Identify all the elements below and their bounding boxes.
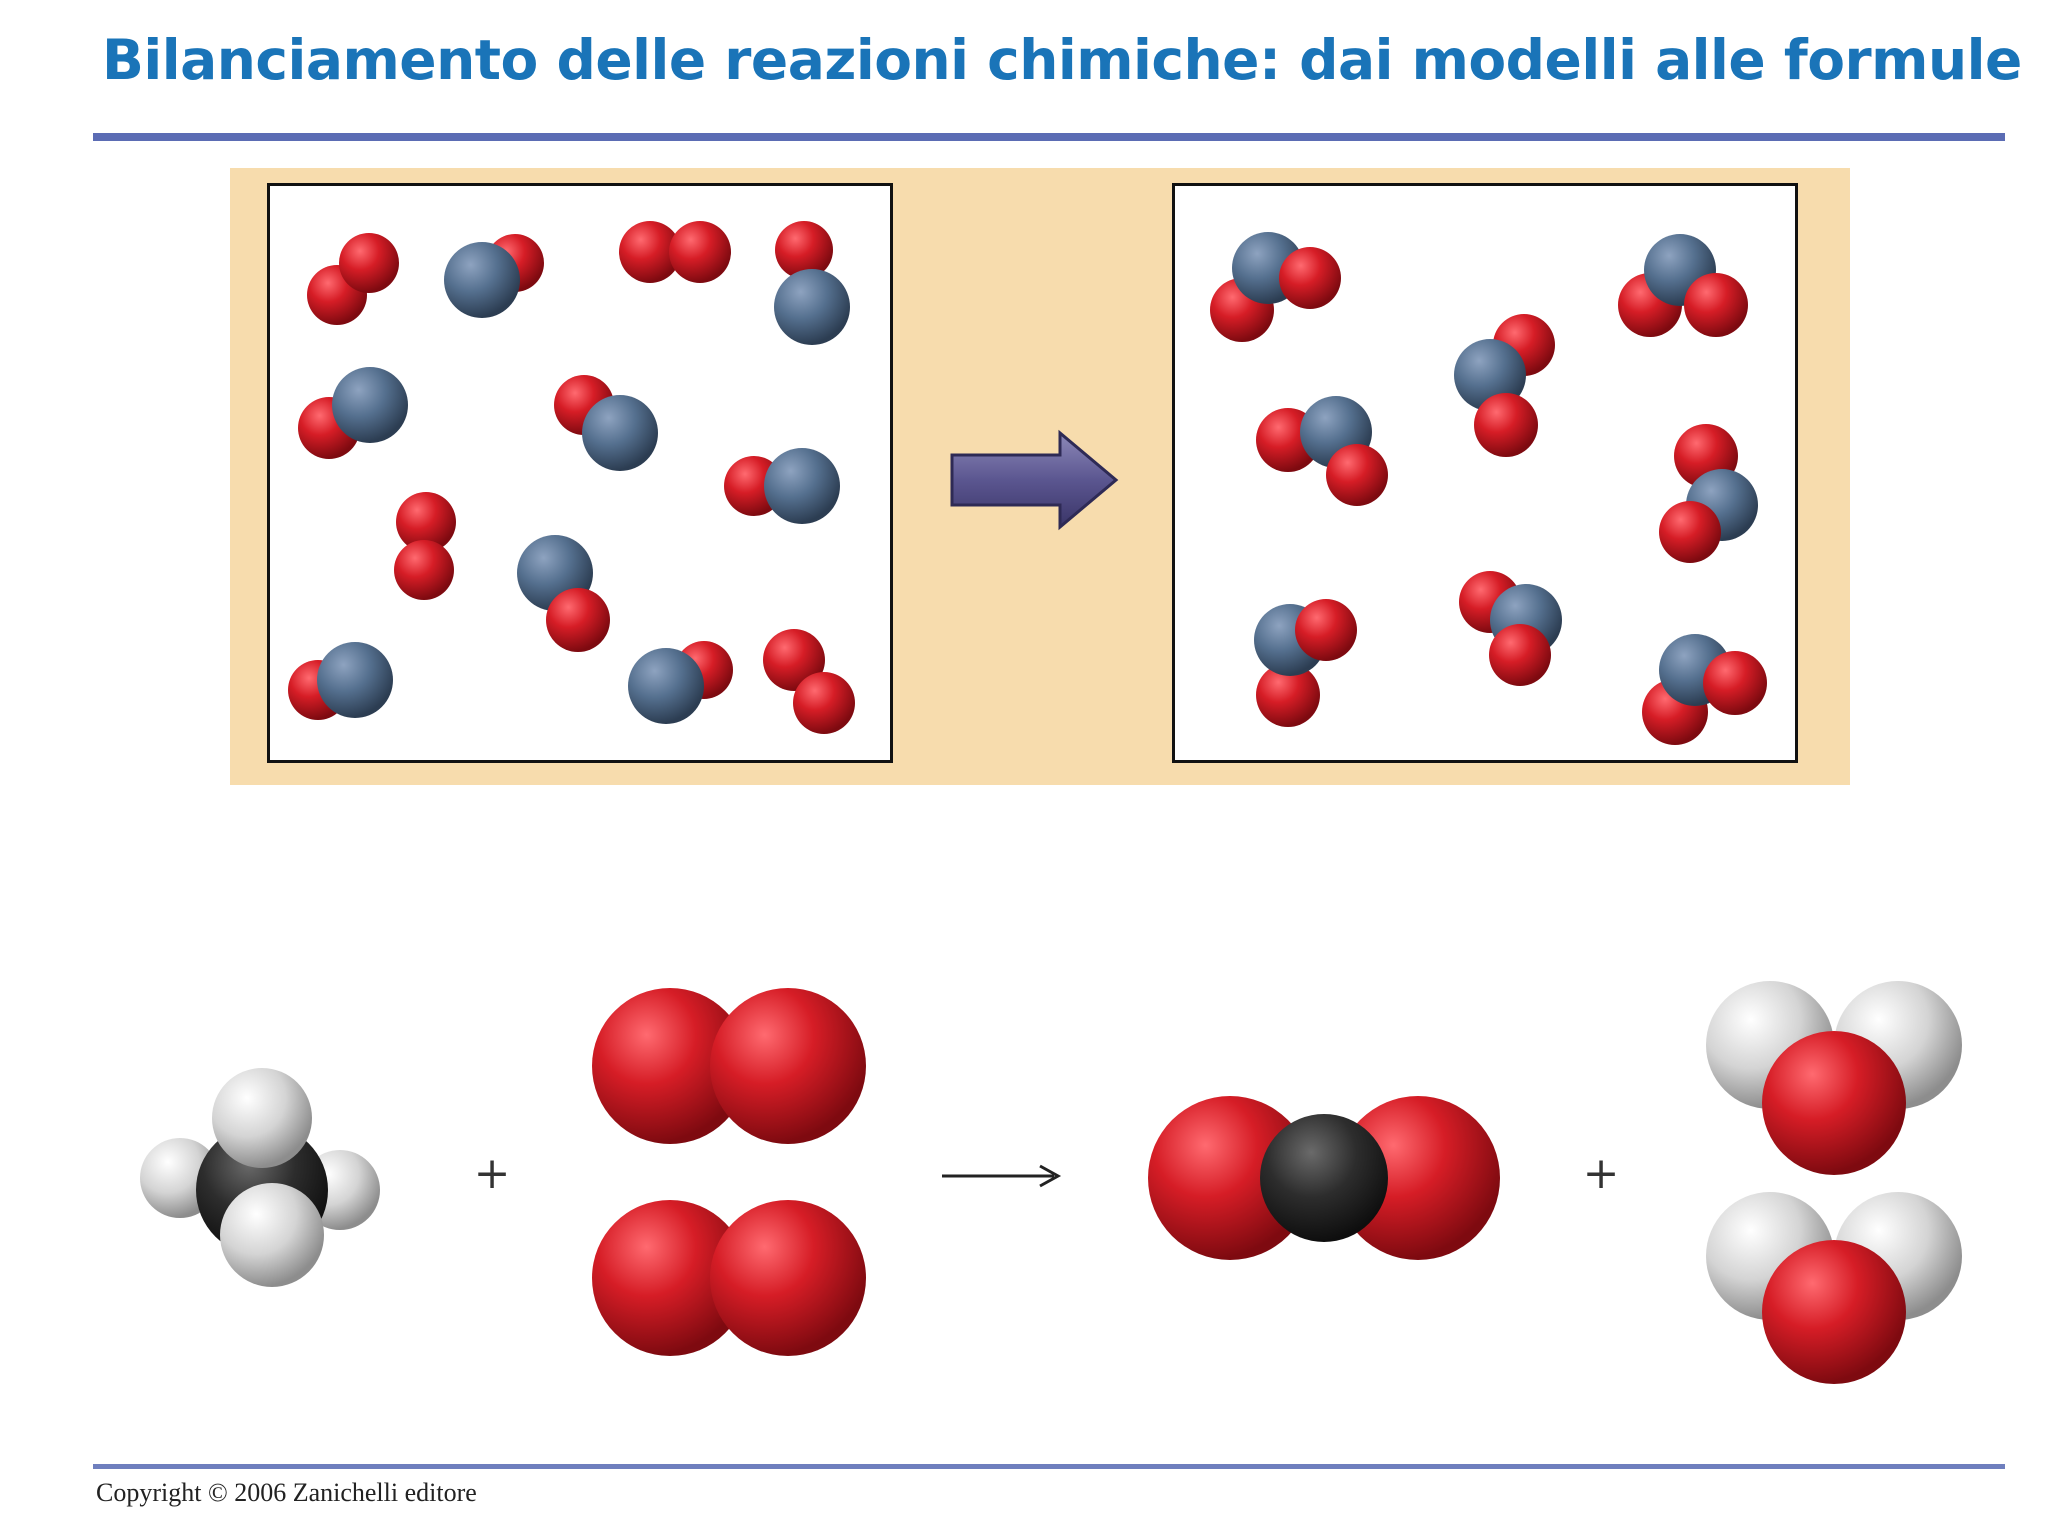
oxygen-atom	[775, 221, 833, 279]
oxygen-atom	[1256, 663, 1320, 727]
nitrogen-atom	[1454, 339, 1526, 411]
nitrogen-atom	[764, 448, 840, 524]
h2o-molecule	[1706, 1192, 1962, 1384]
no-molecule	[724, 448, 840, 524]
nitrogen-atom	[317, 642, 393, 718]
no-molecule	[288, 642, 393, 720]
no2-molecule	[1642, 634, 1767, 745]
no2-molecule	[1210, 232, 1341, 342]
o2-molecule	[763, 629, 855, 734]
oxygen-atom	[1659, 501, 1721, 563]
oxygen-atom	[1703, 651, 1767, 715]
oxygen-atom	[394, 540, 454, 600]
oxygen-atom	[669, 221, 731, 283]
o2-molecule	[394, 492, 456, 600]
no2-molecule	[1254, 599, 1357, 727]
oxygen-atom	[619, 221, 681, 283]
no2-molecule	[1659, 424, 1758, 563]
copyright-notice: Copyright © 2006 Zanichelli editore	[96, 1478, 477, 1507]
nitrogen-atom	[582, 395, 658, 471]
nitrogen-atom	[774, 269, 850, 345]
oxygen-atom	[710, 1200, 866, 1356]
o2-molecule	[592, 1200, 866, 1356]
plus-sign: +	[474, 1148, 511, 1199]
no-molecule	[517, 535, 610, 652]
oxygen-atom	[1762, 1240, 1906, 1384]
reaction-arrow-icon	[950, 429, 1119, 531]
title-divider	[93, 133, 2005, 141]
oxygen-atom	[546, 588, 610, 652]
equation-arrow-icon	[942, 1164, 1062, 1188]
no2-molecule	[1618, 234, 1748, 337]
oxygen-atom	[1295, 599, 1357, 661]
oxygen-atom	[763, 629, 825, 691]
oxygen-atom	[1336, 1096, 1500, 1260]
oxygen-atom	[793, 672, 855, 734]
no-molecule	[444, 234, 544, 318]
hydrogen-atom	[220, 1183, 324, 1287]
o2-molecule	[592, 988, 866, 1144]
ch4-molecule	[140, 1068, 380, 1287]
oxygen-atom	[396, 492, 456, 552]
nitrogen-atom	[332, 367, 408, 443]
o2-molecule	[307, 233, 399, 325]
no-molecule	[554, 375, 658, 471]
no2-molecule	[1459, 571, 1562, 686]
carbon-atom	[1260, 1114, 1388, 1242]
slide-title: Bilanciamento delle reazioni chimiche: d…	[102, 28, 2022, 92]
o2-molecule	[619, 221, 731, 283]
no-molecule	[298, 367, 408, 459]
oxygen-atom	[710, 988, 866, 1144]
oxygen-atom	[1474, 393, 1538, 457]
no2-molecule	[1256, 396, 1388, 506]
product-molecules	[1210, 232, 1767, 745]
oxygen-atom	[1326, 444, 1388, 506]
oxygen-atom	[592, 1200, 748, 1356]
no-molecule	[628, 641, 733, 724]
oxygen-atom	[1279, 247, 1341, 309]
hydrogen-atom	[212, 1068, 312, 1168]
nitrogen-atom	[628, 648, 704, 724]
plus-sign: +	[1583, 1148, 1620, 1199]
oxygen-atom	[1148, 1096, 1312, 1260]
no-molecule	[774, 221, 850, 345]
h2o-molecule	[1706, 981, 1962, 1175]
no2-molecule	[1454, 314, 1555, 457]
nitrogen-atom	[444, 242, 520, 318]
oxygen-atom	[339, 233, 399, 293]
reactant-molecules	[288, 221, 855, 734]
oxygen-atom	[1762, 1031, 1906, 1175]
oxygen-atom	[1684, 273, 1748, 337]
footer-divider	[93, 1464, 2005, 1469]
combustion-equation	[140, 981, 1962, 1384]
oxygen-atom	[1489, 624, 1551, 686]
co2-molecule	[1148, 1096, 1500, 1260]
oxygen-atom	[592, 988, 748, 1144]
